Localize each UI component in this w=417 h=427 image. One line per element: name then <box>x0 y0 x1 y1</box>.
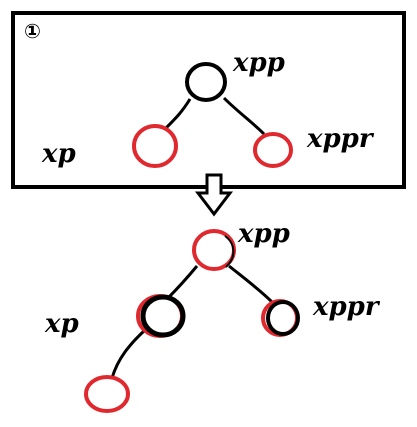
after-node-xppr-black <box>266 300 300 336</box>
before-label-xp: xp <box>41 139 76 169</box>
after-edge-left-inserted <box>110 328 147 379</box>
after-label-xp: xp <box>44 309 79 339</box>
after-label-xppr: xppr <box>312 292 381 322</box>
after-label-xpp: xpp <box>237 219 290 249</box>
down-arrow-icon <box>194 173 234 217</box>
after-node-xpp-red <box>192 229 236 271</box>
after-node-inserted-red <box>84 375 130 413</box>
before-node-xp-red <box>132 124 178 168</box>
after-edge-root-right <box>228 264 274 304</box>
before-node-xpp-black <box>185 62 227 102</box>
before-edge-root-right <box>222 96 266 136</box>
before-label-xppr: xppr <box>306 124 375 154</box>
before-panel: ① xpp xp xppr <box>11 11 406 189</box>
after-node-xpp-shadow <box>224 235 235 268</box>
after-edge-root-left <box>166 265 199 300</box>
before-node-xppr-red <box>253 132 293 168</box>
after-node-xp-black <box>140 294 186 338</box>
after-panel: xpp xp xppr <box>44 219 381 413</box>
before-label-xpp: xpp <box>232 48 285 78</box>
before-edge-root-left <box>164 98 192 130</box>
step-marker: ① <box>24 19 41 43</box>
